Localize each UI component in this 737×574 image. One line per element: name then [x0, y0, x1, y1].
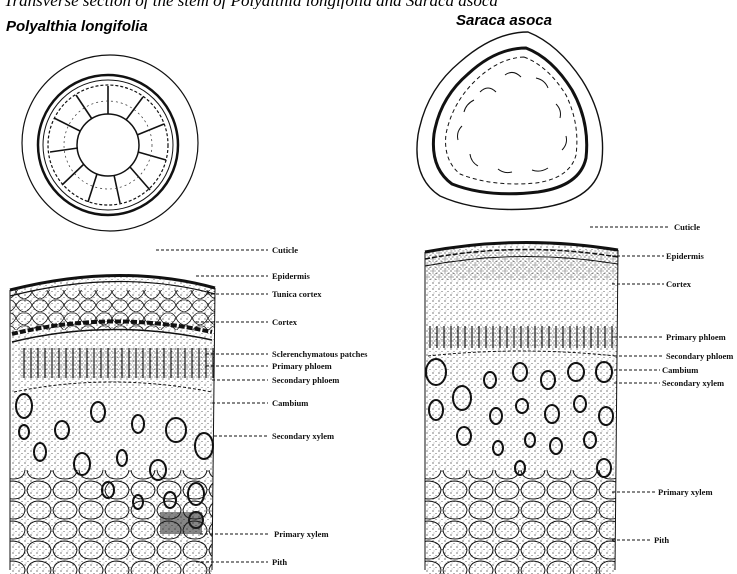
label-epidermis: Epidermis — [272, 271, 310, 281]
polyalthia-labels: Cuticle Epidermis Tunica cortex Cortex S… — [272, 245, 368, 567]
label-sclerenchyma: Sclerenchymatous patches — [272, 349, 368, 359]
label-cuticle: Cuticle — [272, 245, 298, 255]
label-cambium: Cambium — [272, 398, 308, 408]
label-cuticle: Cuticle — [674, 222, 700, 232]
label-secondary-xylem: Secondary xylem — [272, 431, 334, 441]
polyalthia-sector — [0, 260, 220, 574]
label-epidermis: Epidermis — [666, 251, 704, 261]
label-cortex: Cortex — [272, 317, 298, 327]
label-pith: Pith — [654, 535, 669, 545]
label-primary-phloem: Primary phloem — [666, 332, 726, 342]
saraca-labels: Cuticle Epidermis Cortex Primary phloem … — [654, 222, 733, 545]
saraca-whole-section — [417, 32, 603, 210]
label-pith: Pith — [272, 557, 287, 567]
polyalthia-whole-section — [22, 55, 198, 231]
saraca-sector — [420, 240, 620, 574]
label-secondary-phloem: Secondary phloem — [666, 351, 733, 361]
label-secondary-xylem: Secondary xylem — [662, 378, 724, 388]
label-cambium: Cambium — [662, 365, 698, 375]
label-primary-xylem: Primary xylem — [274, 529, 329, 539]
label-primary-xylem: Primary xylem — [658, 487, 713, 497]
label-primary-phloem: Primary phloem — [272, 361, 332, 371]
label-cortex: Cortex — [666, 279, 692, 289]
label-secondary-phloem: Secondary phloem — [272, 375, 339, 385]
label-tunica-cortex: Tunica cortex — [272, 289, 322, 299]
